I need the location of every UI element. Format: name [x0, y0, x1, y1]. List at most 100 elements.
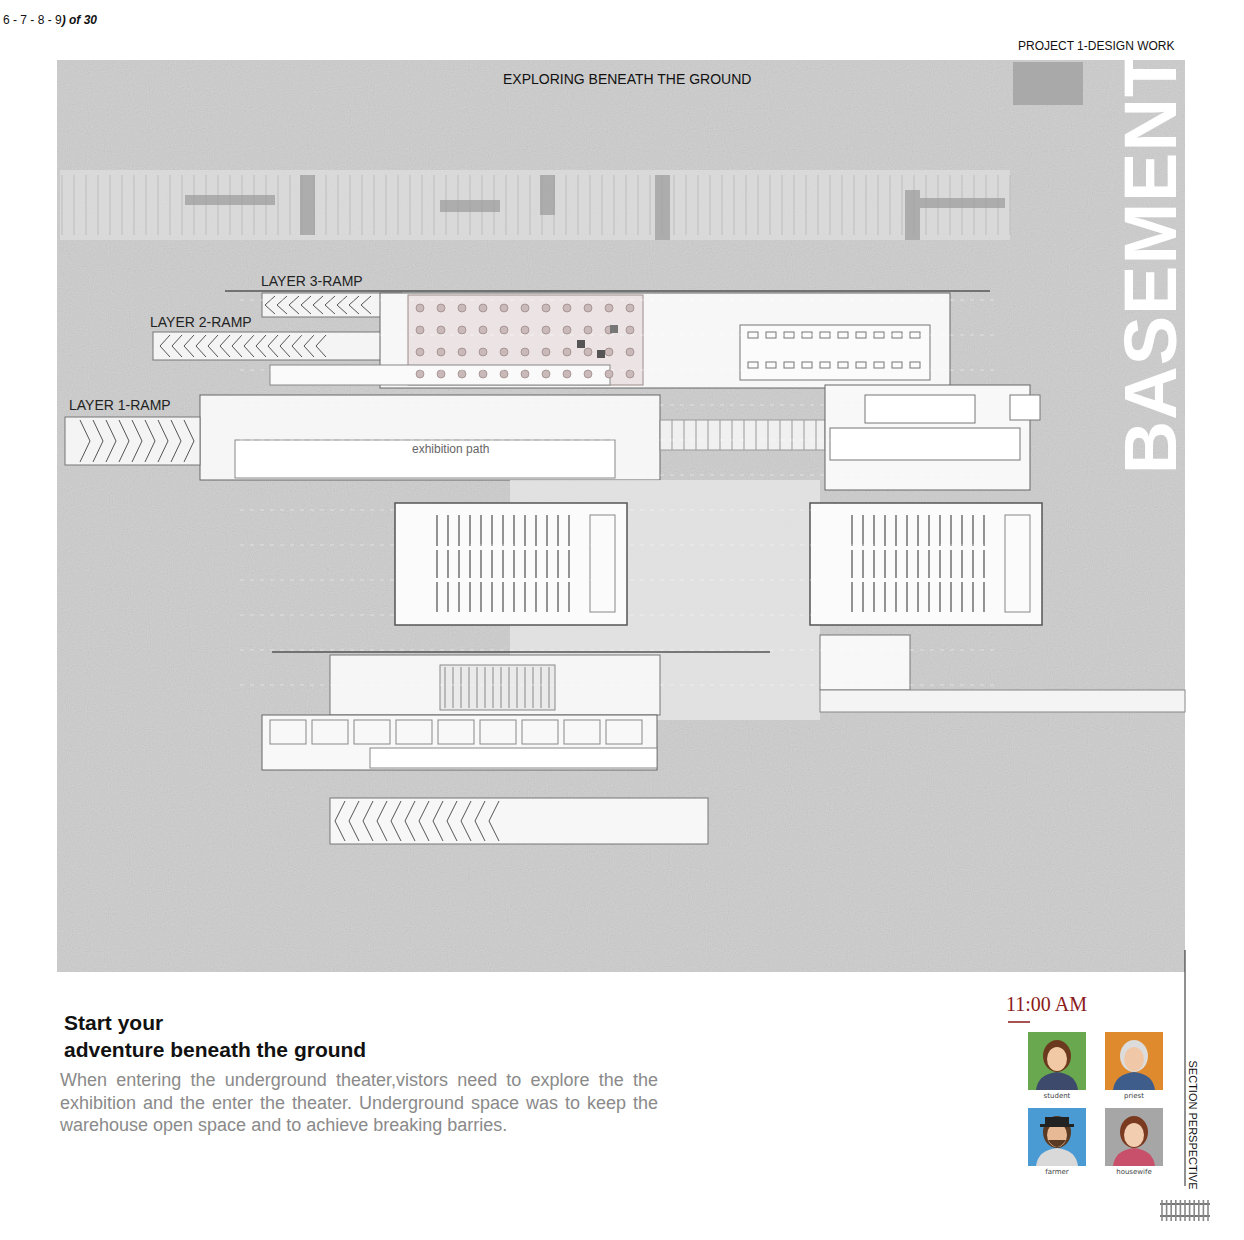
ramp-chevron [461, 801, 471, 841]
table [584, 326, 592, 334]
room [865, 395, 975, 423]
table [584, 348, 592, 356]
plan-line [890, 175, 891, 235]
column [597, 350, 605, 358]
plan-title: EXPLORING BENEATH THE GROUND [503, 71, 751, 87]
aisle [435, 578, 580, 582]
seat-row [469, 515, 470, 612]
stage [1005, 515, 1030, 612]
ramp-label: LAYER 1-RAMP [69, 397, 171, 413]
ramp-chevron [292, 335, 302, 357]
table [584, 304, 592, 312]
desk [820, 362, 830, 368]
plan-line [410, 175, 411, 235]
aisle [850, 546, 995, 550]
avatar-body [1113, 1072, 1155, 1090]
divider [1185, 950, 1186, 1186]
plan-line [278, 175, 279, 235]
avatar-hair [1043, 1040, 1071, 1072]
exhibition-path [235, 440, 615, 478]
seat-row [491, 515, 492, 612]
plan-line [770, 175, 771, 235]
stair-tread [804, 420, 805, 450]
ramp-label: LAYER 3-RAMP [261, 273, 363, 289]
room [522, 720, 558, 744]
ramp-chevron [433, 801, 443, 841]
table [542, 370, 550, 378]
stair-tread [453, 667, 454, 708]
ramp-chevron [119, 420, 129, 462]
theater [395, 503, 627, 625]
table [521, 370, 529, 378]
avatar-tile: farmer [1028, 1108, 1086, 1176]
stair-tread [744, 420, 745, 450]
ramp-chevron [280, 335, 290, 357]
plan-line [386, 175, 387, 235]
shadow-block [905, 190, 920, 240]
plan-line [626, 175, 627, 235]
dining-hall [408, 295, 643, 385]
seat-row [502, 515, 503, 612]
plan-line [698, 175, 699, 235]
ramp [330, 798, 708, 844]
stair-tread [501, 667, 502, 708]
grid-line [240, 405, 1000, 406]
seat-row [895, 515, 896, 612]
wall-line [272, 651, 770, 653]
stair-tread [485, 667, 486, 708]
plan-line [746, 175, 747, 235]
plan-line [866, 175, 867, 235]
stair [660, 420, 825, 450]
plan-line [638, 175, 639, 235]
ground [57, 60, 1185, 972]
rail-icon [1160, 1200, 1210, 1221]
grid-line [240, 545, 1000, 546]
upper-details [62, 175, 1010, 240]
room [312, 720, 348, 744]
avatar-caption: farmer [1028, 1168, 1086, 1176]
table [479, 326, 487, 334]
stair-tread [720, 420, 721, 450]
ramp-chevron [171, 420, 181, 462]
table [458, 348, 466, 356]
table [437, 304, 445, 312]
ramp-chevron [377, 801, 387, 841]
avatar-body [1113, 1148, 1155, 1166]
plan-line [734, 175, 735, 235]
avatar-hat [1040, 1124, 1074, 1127]
ramp-chevron [489, 801, 499, 841]
grid-line [240, 685, 1000, 686]
table [479, 304, 487, 312]
grid-line [240, 335, 1000, 336]
rail-tie [1170, 1200, 1172, 1221]
section-heading: Start your [64, 1011, 163, 1035]
seat-row [862, 515, 863, 612]
seat-row [884, 515, 885, 612]
stair-tread [533, 667, 534, 708]
seat-row [535, 515, 536, 612]
plan-line [362, 175, 363, 235]
ramp-chevron [335, 801, 345, 841]
ramp-chevron [268, 335, 278, 357]
table [500, 370, 508, 378]
rail-tie [1207, 1200, 1209, 1221]
room [270, 720, 306, 744]
building-block [380, 293, 950, 388]
seat-row [458, 515, 459, 612]
table [500, 326, 508, 334]
stair-tread [732, 420, 733, 450]
seat-row [950, 515, 951, 612]
plan-line [182, 175, 183, 235]
plan-line [674, 175, 675, 235]
ramp-chevron [349, 296, 359, 314]
table [626, 304, 634, 312]
plan-line [98, 175, 99, 235]
desk [838, 362, 848, 368]
stair-tread [660, 420, 661, 450]
table [416, 326, 424, 334]
avatar-body [1036, 1148, 1078, 1166]
desk [910, 362, 920, 368]
stair-tread [708, 420, 709, 450]
ramp-chevron [419, 801, 429, 841]
shadow-block [440, 200, 500, 212]
